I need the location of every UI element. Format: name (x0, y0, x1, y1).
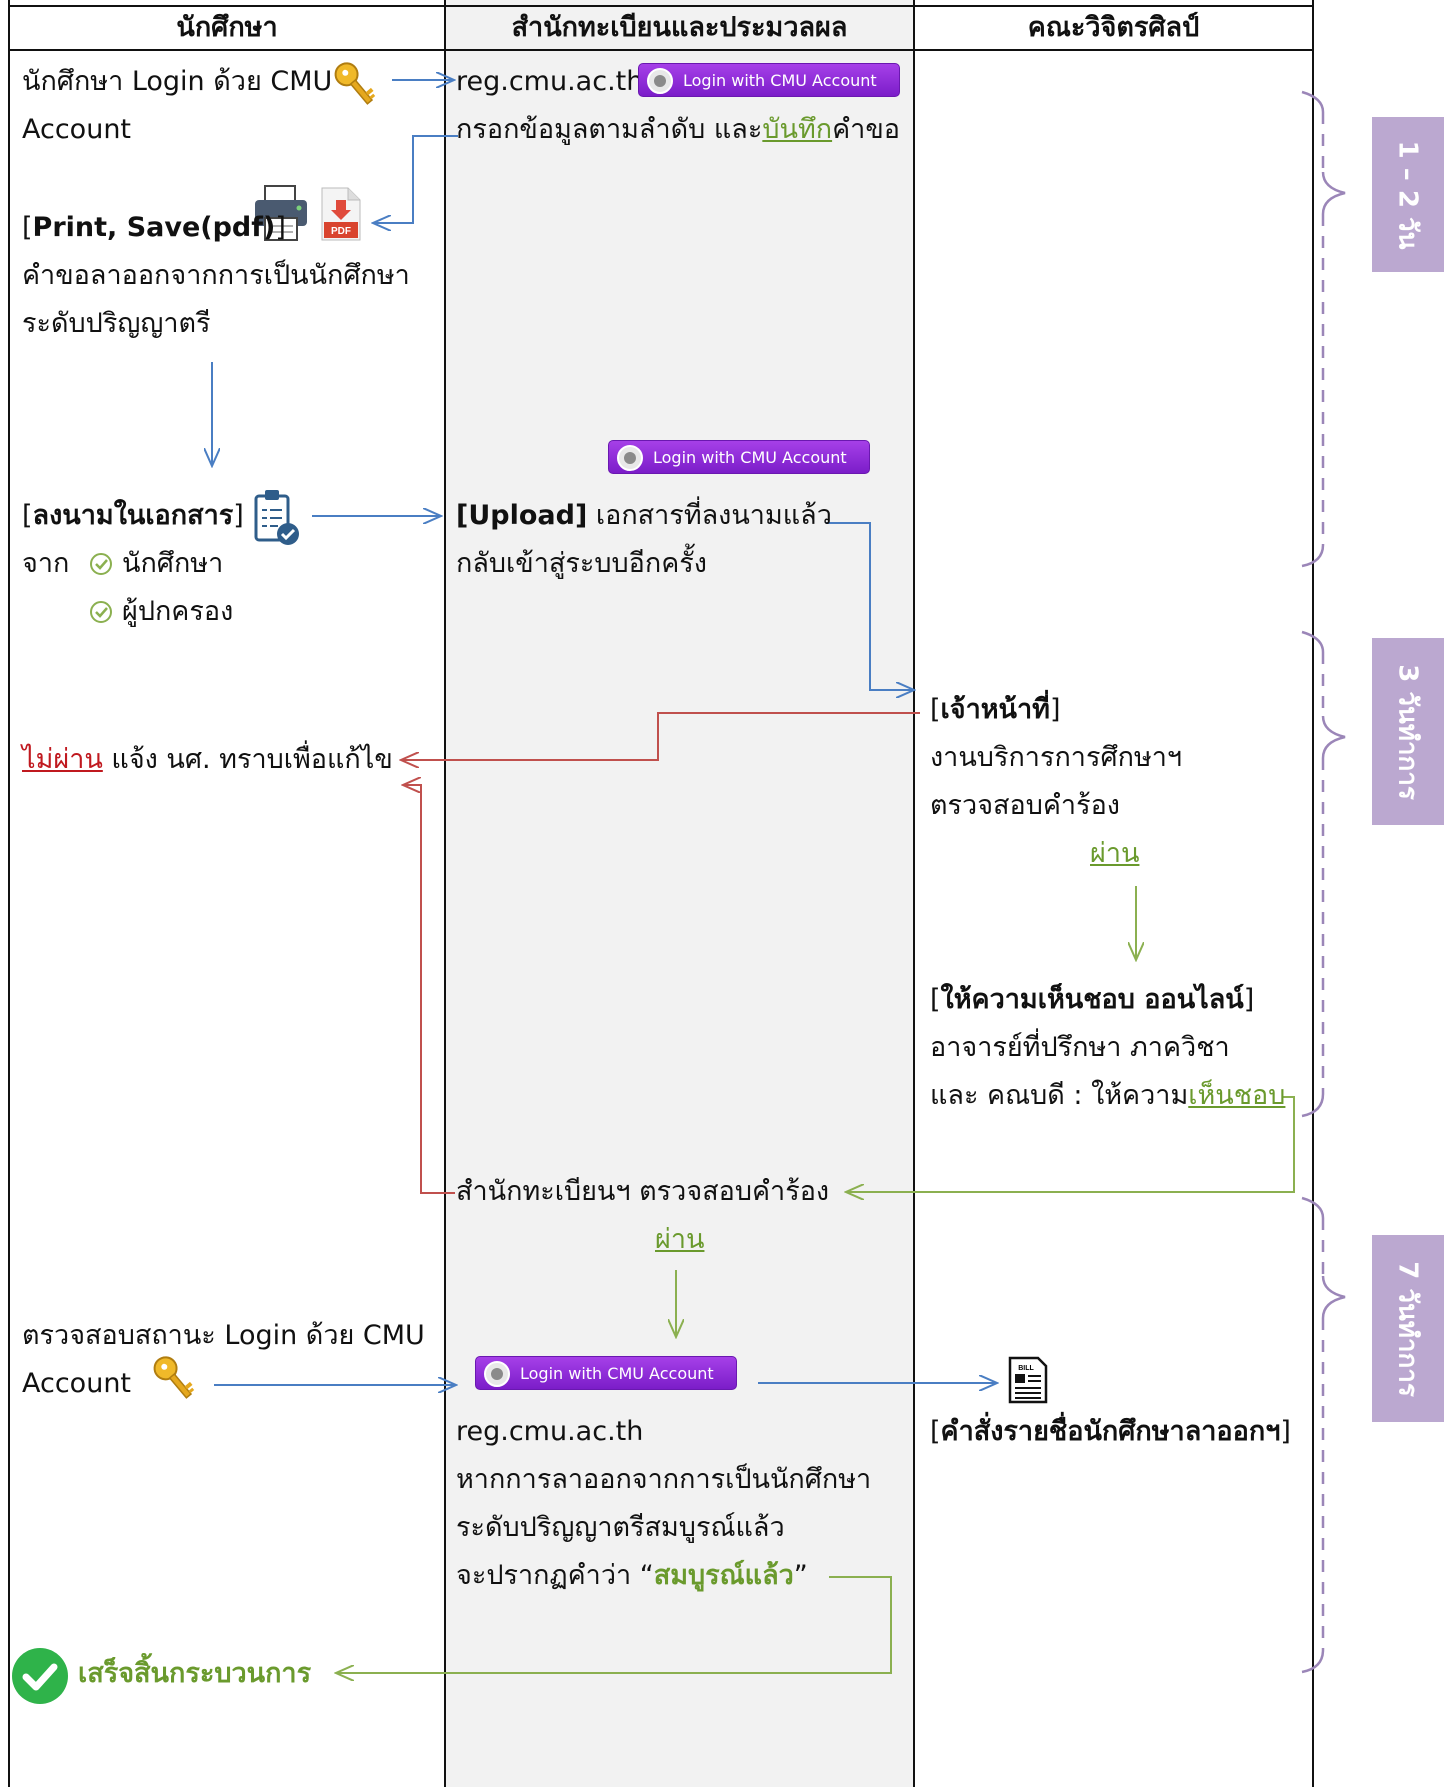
table-border-top (9, 5, 1314, 7)
form-title-line2: ระดับปริญญาตรี (22, 308, 211, 339)
save-link: บันทึก (762, 114, 833, 145)
check-circle-green-icon (12, 1648, 68, 1704)
staff-line3: ตรวจสอบคำร้อง (930, 790, 1120, 821)
staff-line2: งานบริการการศึกษาฯ (930, 742, 1183, 773)
clipboard-check-icon (254, 490, 299, 545)
approve-link: เห็นชอบ (1188, 1080, 1286, 1111)
registrar-verify: สำนักทะเบียนฯ ตรวจสอบคำร้อง (456, 1176, 830, 1207)
approve-line2: อาจารย์ที่ปรึกษา ภาควิชา (930, 1032, 1230, 1063)
reg-site-2[interactable]: reg.cmu.ac.th (456, 1416, 644, 1447)
complete-line2: ระดับปริญญาตรีสมบูรณ์แล้ว (456, 1512, 785, 1543)
svg-text:PDF: PDF (331, 226, 351, 237)
student-login-line2: Account (22, 114, 132, 145)
faculty-pass: ผ่าน (1090, 838, 1140, 869)
header-faculty: คณะวิจิตรศิลป์ (1027, 12, 1200, 43)
table-divider-2 (913, 0, 915, 1787)
arrow-complete-to-done (336, 1576, 892, 1673)
cmu-logo-icon (484, 1361, 510, 1387)
check-circle-icon (90, 553, 112, 575)
from-label: จาก (22, 548, 70, 579)
cmu-logo-icon (647, 68, 673, 94)
complete-line3: จะปรากฏคำว่า “สมบูรณ์แล้ว” (456, 1560, 808, 1591)
registrar-column-bg (445, 0, 914, 1787)
pdf-file-icon: PDF (321, 187, 361, 241)
arrow-approve-to-registrar (846, 1096, 1295, 1192)
table-border-left (8, 0, 10, 1787)
stage-label-1: 1 – 2 วัน (1372, 117, 1444, 272)
brace-stage-2 (1301, 630, 1346, 1118)
check-status-line2: Account (22, 1368, 132, 1399)
sign-document-label: [ลงนามในเอกสาร] (22, 500, 244, 531)
order-label: [คำสั่งรายชื่อนักศึกษาลาออกฯ] (930, 1416, 1291, 1447)
arrow-save-to-print (373, 135, 458, 223)
form-title-line1: คำขอลาออกจากการเป็นนักศึกษา (22, 260, 410, 291)
login-cmu-button-3[interactable]: Login with CMU Account (475, 1356, 737, 1390)
signer-parent: ผู้ปกครอง (122, 596, 234, 627)
print-save-label: [Print, Save(pdf)] (22, 212, 286, 243)
fill-form-line: กรอกข้อมูลตามลำดับ และบันทึกคำขอ (456, 114, 900, 145)
arrow-upload-to-staff (826, 522, 914, 690)
arrow-registrar-fail (403, 785, 455, 1194)
staff-label: [เจ้าหน้าที่] (930, 694, 1061, 725)
svg-text:BILL: BILL (1018, 1365, 1034, 1372)
brace-stage-3 (1301, 1196, 1346, 1674)
header-student: นักศึกษา (176, 12, 278, 43)
upload-line2: กลับเข้าสู่ระบบอีกครั้ง (456, 548, 707, 579)
key-icon (334, 62, 376, 105)
upload-line1: [Upload] เอกสารที่ลงนามแล้ว (456, 500, 832, 531)
approve-label: [ให้ความเห็นชอบ ออนไลน์] (930, 984, 1255, 1015)
fail-notice: ไม่ผ่าน แจ้ง นศ. ทราบเพื่อแก้ไข (22, 744, 393, 775)
login-cmu-button-1[interactable]: Login with CMU Account (638, 63, 900, 97)
stage-label-2: 3 วันทำการ (1372, 638, 1444, 825)
check-status-line1: ตรวจสอบสถานะ Login ด้วย CMU (22, 1320, 425, 1351)
approve-line3: และ คณบดี : ให้ความเห็นชอบ (930, 1080, 1286, 1111)
check-circle-icon (90, 601, 112, 623)
reg-site-1[interactable]: reg.cmu.ac.th (456, 66, 644, 97)
registrar-pass: ผ่าน (655, 1224, 705, 1255)
arrow-staff-fail (401, 712, 920, 760)
cmu-logo-icon (617, 445, 643, 471)
header-divider (9, 49, 1314, 51)
login-cmu-button-2[interactable]: Login with CMU Account (608, 440, 870, 474)
student-login-line1: นักศึกษา Login ด้วย CMU (22, 66, 333, 97)
table-border-right (1312, 0, 1314, 1787)
process-complete-label: เสร็จสิ้นกระบวนการ (78, 1658, 312, 1689)
brace-stage-1 (1301, 90, 1346, 568)
key-icon (153, 1356, 195, 1399)
bill-document-icon: BILL (1008, 1356, 1048, 1404)
signer-student: นักศึกษา (122, 548, 224, 579)
complete-line1: หากการลาออกจากการเป็นนักศึกษา (456, 1464, 872, 1495)
table-divider-1 (444, 0, 446, 1787)
header-registrar: สำนักทะเบียนและประมวลผล (511, 12, 848, 43)
fail-label: ไม่ผ่าน (22, 744, 103, 775)
printer-icon (255, 185, 307, 241)
stage-label-3: 7 วันทำการ (1372, 1235, 1444, 1422)
